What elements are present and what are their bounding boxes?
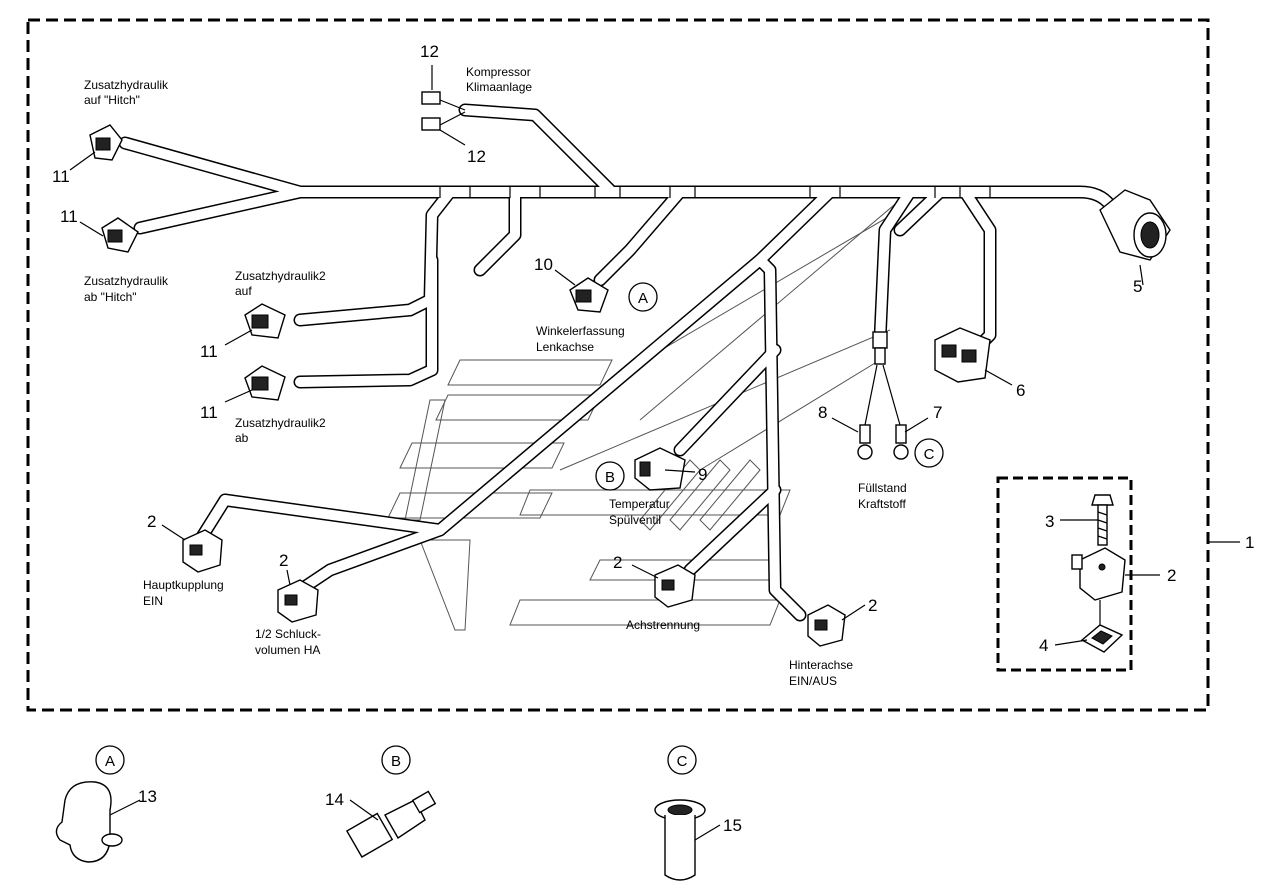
svg-text:11: 11 bbox=[200, 342, 218, 361]
connector-11-hitch-down bbox=[101, 217, 139, 253]
svg-text:3: 3 bbox=[1045, 512, 1054, 531]
label-half-2: volumen HA bbox=[255, 643, 320, 657]
svg-text:8: 8 bbox=[818, 403, 827, 422]
connector-11-hitch-up bbox=[89, 124, 123, 161]
svg-text:A: A bbox=[638, 290, 648, 307]
svg-text:14: 14 bbox=[325, 790, 344, 809]
connector-6 bbox=[934, 327, 991, 383]
ring-terminal-8 bbox=[857, 424, 873, 460]
label-zh2-down-2: ab bbox=[235, 431, 249, 445]
valve-connector-hauptkupplung bbox=[182, 529, 223, 573]
svg-text:2: 2 bbox=[613, 553, 622, 572]
valve-connector-schluckvolumen bbox=[277, 579, 319, 623]
svg-text:10: 10 bbox=[534, 255, 553, 274]
label-half-1: 1/2 Schluck- bbox=[255, 627, 321, 641]
detail-callout-a: A bbox=[95, 745, 125, 775]
label-temp-2: Spülventil bbox=[609, 513, 661, 527]
svg-text:15: 15 bbox=[723, 816, 742, 835]
detail-callout-b: B bbox=[381, 745, 411, 775]
svg-text:2: 2 bbox=[147, 512, 156, 531]
label-temp-1: Temperatur bbox=[609, 497, 670, 511]
item-numbers: 12 12 11 11 11 11 10 5 6 7 8 9 2 2 2 2 3… bbox=[52, 42, 1254, 835]
svg-text:13: 13 bbox=[138, 787, 157, 806]
svg-text:B: B bbox=[391, 753, 401, 770]
valve-connector-hinterachse bbox=[807, 604, 846, 647]
svg-text:B: B bbox=[605, 469, 615, 486]
splice-sleeve bbox=[872, 331, 888, 365]
text-labels: Zusatzhydraulik auf "Hitch" Zusatzhydrau… bbox=[84, 65, 907, 688]
svg-text:6: 6 bbox=[1016, 381, 1025, 400]
connector-9 bbox=[634, 447, 686, 491]
label-fuel-2: Kraftstoff bbox=[858, 497, 906, 511]
svg-text:A: A bbox=[105, 753, 115, 770]
label-zh2-up-2: auf bbox=[235, 284, 252, 298]
svg-text:C: C bbox=[924, 446, 935, 463]
connector-12-lower bbox=[421, 117, 441, 131]
label-rear-axle-1: Hinterachse bbox=[789, 658, 853, 672]
connector-5-round bbox=[1099, 189, 1171, 261]
label-compressor-2: Klimaanlage bbox=[466, 80, 532, 94]
svg-text:C: C bbox=[677, 753, 688, 770]
label-zh-hitch-down-1: Zusatzhydraulik bbox=[84, 274, 169, 288]
part-15-fuel-level-sensor bbox=[654, 799, 706, 881]
sensor-connector-2-detail bbox=[1071, 547, 1126, 601]
label-zh-hitch-down-2: ab "Hitch" bbox=[84, 290, 137, 304]
label-rear-axle-2: EIN/AUS bbox=[789, 674, 837, 688]
label-main-clutch-1: Hauptkupplung bbox=[143, 578, 224, 592]
callout-c: C bbox=[914, 438, 944, 468]
part-14-temperature-sensor bbox=[345, 790, 437, 858]
assembly-boundary bbox=[26, 18, 1210, 712]
connector-12-upper bbox=[421, 91, 441, 105]
label-zh-hitch-up-2: auf "Hitch" bbox=[84, 93, 140, 107]
leader-lines bbox=[69, 65, 1240, 841]
svg-text:11: 11 bbox=[200, 403, 218, 422]
ring-terminal-7 bbox=[893, 424, 909, 460]
sensor-detail-box bbox=[996, 476, 1133, 672]
svg-text:2: 2 bbox=[279, 551, 288, 570]
svg-text:1: 1 bbox=[1245, 533, 1254, 552]
connector-11-zh2-down bbox=[244, 365, 286, 401]
label-angle-2: Lenkachse bbox=[536, 340, 594, 354]
label-fuel-1: Füllstand bbox=[858, 481, 907, 495]
svg-text:9: 9 bbox=[698, 465, 707, 484]
label-compressor-1: Kompressor bbox=[466, 65, 531, 79]
label-angle-1: Winkelerfassung bbox=[536, 324, 625, 338]
label-zh-hitch-up-1: Zusatzhydraulik bbox=[84, 78, 169, 92]
label-axle-sep: Achstrennung bbox=[626, 618, 700, 632]
label-main-clutch-2: EIN bbox=[143, 594, 163, 608]
detail-callout-c: C bbox=[667, 745, 697, 775]
connector-10 bbox=[569, 277, 609, 313]
callout-b: B bbox=[595, 461, 625, 491]
svg-text:12: 12 bbox=[420, 42, 439, 61]
part-13-angle-sensor bbox=[55, 781, 123, 863]
label-zh2-down-1: Zusatzhydraulik2 bbox=[235, 416, 326, 430]
bolt-3 bbox=[1091, 494, 1114, 546]
gasket-4 bbox=[1080, 600, 1124, 653]
svg-text:11: 11 bbox=[52, 167, 70, 186]
label-zh2-up-1: Zusatzhydraulik2 bbox=[235, 269, 326, 283]
svg-text:5: 5 bbox=[1133, 277, 1142, 296]
svg-text:7: 7 bbox=[933, 403, 942, 422]
svg-text:12: 12 bbox=[467, 147, 486, 166]
svg-text:2: 2 bbox=[868, 596, 877, 615]
connector-11-zh2-up bbox=[244, 303, 286, 339]
svg-text:4: 4 bbox=[1039, 636, 1048, 655]
svg-text:2: 2 bbox=[1167, 566, 1176, 585]
callout-a: A bbox=[628, 282, 658, 312]
svg-text:11: 11 bbox=[60, 207, 78, 226]
valve-connector-achstrennung bbox=[654, 564, 696, 608]
